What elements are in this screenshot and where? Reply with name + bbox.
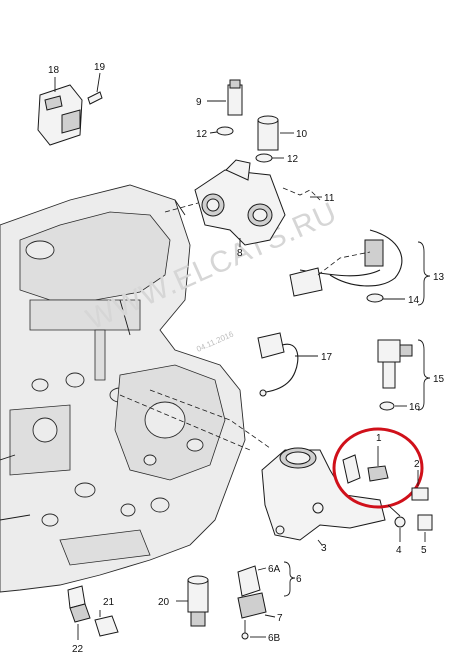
callout-9: 9: [196, 97, 202, 108]
callout-6b: 6B: [268, 633, 281, 644]
part-8-coolant-flange: [164, 159, 322, 247]
part-2-sender: [411, 470, 429, 501]
callout-12-lower: 12: [287, 154, 299, 165]
engine-block: [0, 184, 246, 593]
callout-2: 2: [414, 459, 420, 470]
highlight-circle: [332, 427, 424, 509]
callout-7: 7: [277, 613, 283, 624]
callout-18: 18: [48, 65, 60, 76]
callout-13: 13: [433, 272, 445, 283]
callout-19: 19: [94, 62, 106, 73]
callout-12-upper: 12: [196, 129, 208, 140]
callout-14: 14: [408, 295, 420, 306]
callout-6: 6: [296, 574, 302, 585]
part-20-sensor: [176, 575, 209, 627]
part-6-sensor-assembly: [237, 565, 276, 640]
part-22-sensor: [67, 585, 91, 640]
part-1-temperature-sender: [342, 446, 389, 484]
callout-17: 17: [321, 352, 333, 363]
callout-3: 3: [321, 543, 327, 554]
callout-21: 21: [103, 597, 115, 608]
part-4-seal: [394, 516, 406, 528]
callout-16: 16: [409, 402, 421, 413]
part-17-sensor: [257, 332, 318, 397]
part-3-thermostat-housing: [119, 389, 386, 546]
watermark-date: 04.11.2016: [195, 329, 235, 353]
callout-8: 8: [237, 248, 243, 259]
part-19-screw: [87, 72, 103, 105]
callout-20: 20: [158, 597, 170, 608]
callout-22: 22: [72, 644, 84, 655]
callout-15: 15: [433, 374, 445, 385]
part-13-14-sensor-harness: [289, 229, 405, 303]
callout-4: 4: [396, 545, 402, 556]
callout-1: 1: [376, 433, 382, 444]
callout-5: 5: [421, 545, 427, 556]
part-21-plug: [94, 610, 119, 637]
brace-15: [417, 339, 431, 411]
callout-11: 11: [324, 193, 335, 204]
callout-10: 10: [296, 129, 308, 140]
part-12-seal-upper: [216, 126, 234, 136]
part-18-control-unit: [37, 77, 83, 146]
part-9-sensor: [207, 79, 243, 116]
brace-13: [417, 241, 431, 306]
part-5-plug: [417, 514, 433, 542]
callout-6a: 6A: [268, 564, 281, 575]
part-15-16-sensor: [377, 339, 413, 411]
brace-6: [283, 561, 296, 597]
part-12-seal-lower: [255, 153, 273, 163]
part-10-cap: [257, 115, 294, 151]
